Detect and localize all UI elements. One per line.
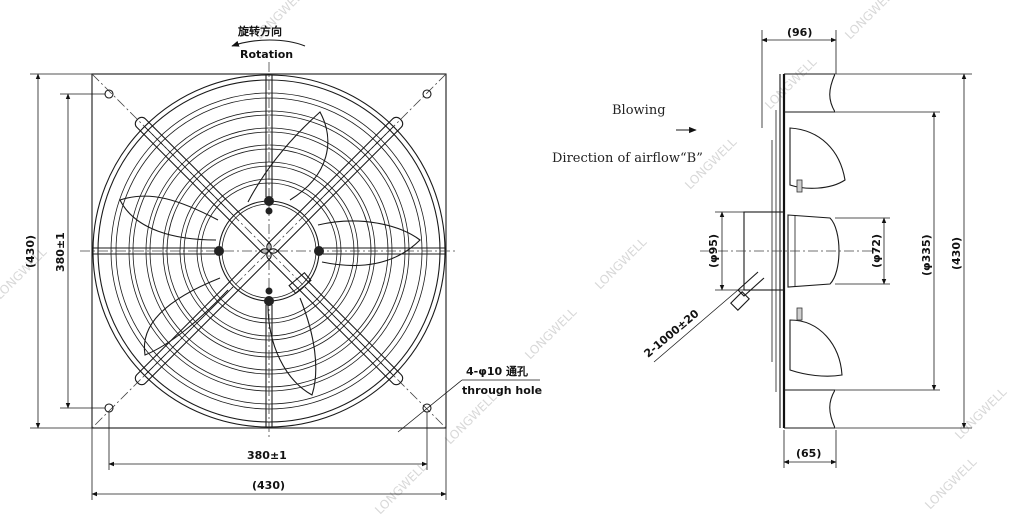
dim-height-outer: (430) bbox=[24, 235, 37, 268]
dim-dia-72: (φ72) bbox=[870, 234, 883, 268]
guard-spokes bbox=[93, 75, 445, 427]
side-view: Blowing Direction of airflow“B” (96) (65… bbox=[552, 26, 972, 468]
front-view: 旋转方向 Rotation 380±1 (430) 380±1 (430) 4-… bbox=[24, 24, 542, 500]
watermark: LONGWELL bbox=[762, 55, 819, 112]
watermark: LONGWELL bbox=[372, 460, 429, 517]
cable-length-label: 2-1000±20 bbox=[642, 307, 702, 360]
watermark: LONGWELL bbox=[442, 390, 499, 447]
guard-rings bbox=[92, 74, 446, 428]
cable-outlet bbox=[730, 291, 750, 311]
dim-depth-bottom: (65) bbox=[796, 447, 821, 460]
hole-label-en: through hole bbox=[462, 384, 542, 397]
cable-gland bbox=[288, 271, 312, 295]
blowing-label: Blowing bbox=[612, 103, 666, 118]
blade-side-bottom bbox=[789, 319, 843, 377]
watermark: LONGWELL bbox=[952, 385, 1009, 442]
blade-side-top bbox=[789, 127, 846, 189]
hub-bolts bbox=[214, 196, 324, 306]
dim-dia-95: (φ95) bbox=[707, 234, 720, 268]
watermarks: LONGWELL LONGWELL LONGWELL LONGWELL LONG… bbox=[0, 0, 1010, 517]
watermark: LONGWELL bbox=[842, 0, 899, 42]
hole-label-cn: 4-φ10 通孔 bbox=[466, 365, 528, 378]
dim-height-side: (430) bbox=[950, 237, 963, 270]
support-arms bbox=[134, 116, 404, 386]
airflow-label: Direction of airflow“B” bbox=[552, 151, 703, 166]
rotation-label-cn: 旋转方向 bbox=[237, 24, 282, 38]
dim-dia-335: (φ335) bbox=[920, 234, 933, 276]
motor-rotor bbox=[787, 214, 840, 288]
fan-blades bbox=[119, 111, 421, 396]
watermark: LONGWELL bbox=[592, 235, 649, 292]
rotation-arrow bbox=[231, 39, 306, 47]
dim-width-inner: 380±1 bbox=[247, 449, 287, 462]
rotation-label-en: Rotation bbox=[240, 48, 293, 61]
dim-width-outer: (430) bbox=[252, 479, 285, 492]
watermark: LONGWELL bbox=[522, 305, 579, 362]
dim-depth-top: (96) bbox=[787, 26, 812, 39]
dim-height-inner: 380±1 bbox=[54, 232, 67, 272]
watermark: LONGWELL bbox=[922, 455, 979, 512]
